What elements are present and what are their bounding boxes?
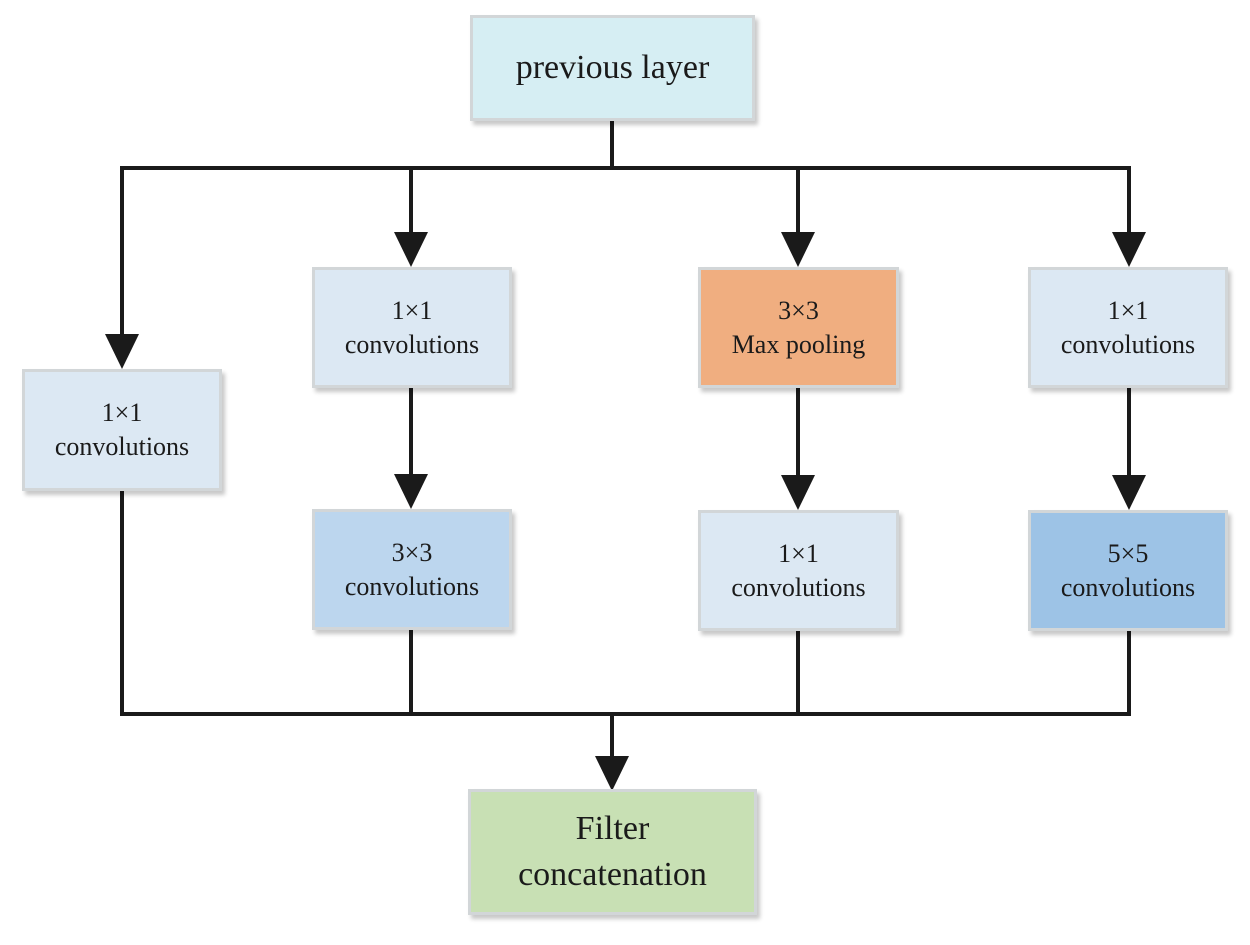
arrowhead-branch1 [105,334,139,369]
branch4-conv1x1-size: 1×1 [1107,295,1149,325]
branch3-conv1x1-label: convolutions [731,572,866,602]
arrowhead-branch4 [1112,232,1146,267]
branch2-conv3x3-label: convolutions [344,571,480,601]
branch1-conv1x1-size: 1×1 [101,398,143,428]
filter-concatenation-node: Filter concatenation [468,789,757,915]
branch2-conv3x3-size: 3×3 [391,537,433,567]
branch3-conv1x1-node: 1×1 convolutions [698,510,899,631]
arrowhead-output [595,756,629,791]
arrowhead-branch2 [394,232,428,267]
previous-layer-node: previous layer [470,15,755,121]
arrowhead-branch3 [781,232,815,267]
branch3-maxpool-node: 3×3 Max pooling [698,267,899,388]
branch4-conv1x1-node: 1×1 convolutions [1028,267,1228,388]
branch4-conv5x5-size: 5×5 [1107,538,1149,568]
filter-concatenation-line2: concatenation [518,856,707,893]
branch4-conv1x1-label: convolutions [1060,329,1196,359]
branch3-maxpool-label: Max pooling [731,329,866,359]
arrowhead-branch3-inner [781,475,815,510]
previous-layer-label: previous layer [515,49,710,87]
branch1-conv1x1-node: 1×1 convolutions [22,369,222,491]
branch2-conv1x1-node: 1×1 convolutions [312,267,512,388]
branch2-conv1x1-label: convolutions [344,329,480,359]
arrowhead-branch2-inner [394,474,428,509]
branch1-conv1x1-label: convolutions [54,432,190,461]
branch2-conv3x3-node: 3×3 convolutions [312,509,512,630]
branch3-maxpool-size: 3×3 [778,295,819,325]
filter-concatenation-line1: Filter [575,810,650,848]
branch2-conv1x1-size: 1×1 [391,295,433,325]
branch3-conv1x1-size: 1×1 [778,538,819,568]
branch4-conv5x5-label: convolutions [1060,572,1196,602]
branch4-conv5x5-node: 5×5 convolutions [1028,510,1228,631]
arrowhead-branch4-inner [1112,475,1146,510]
